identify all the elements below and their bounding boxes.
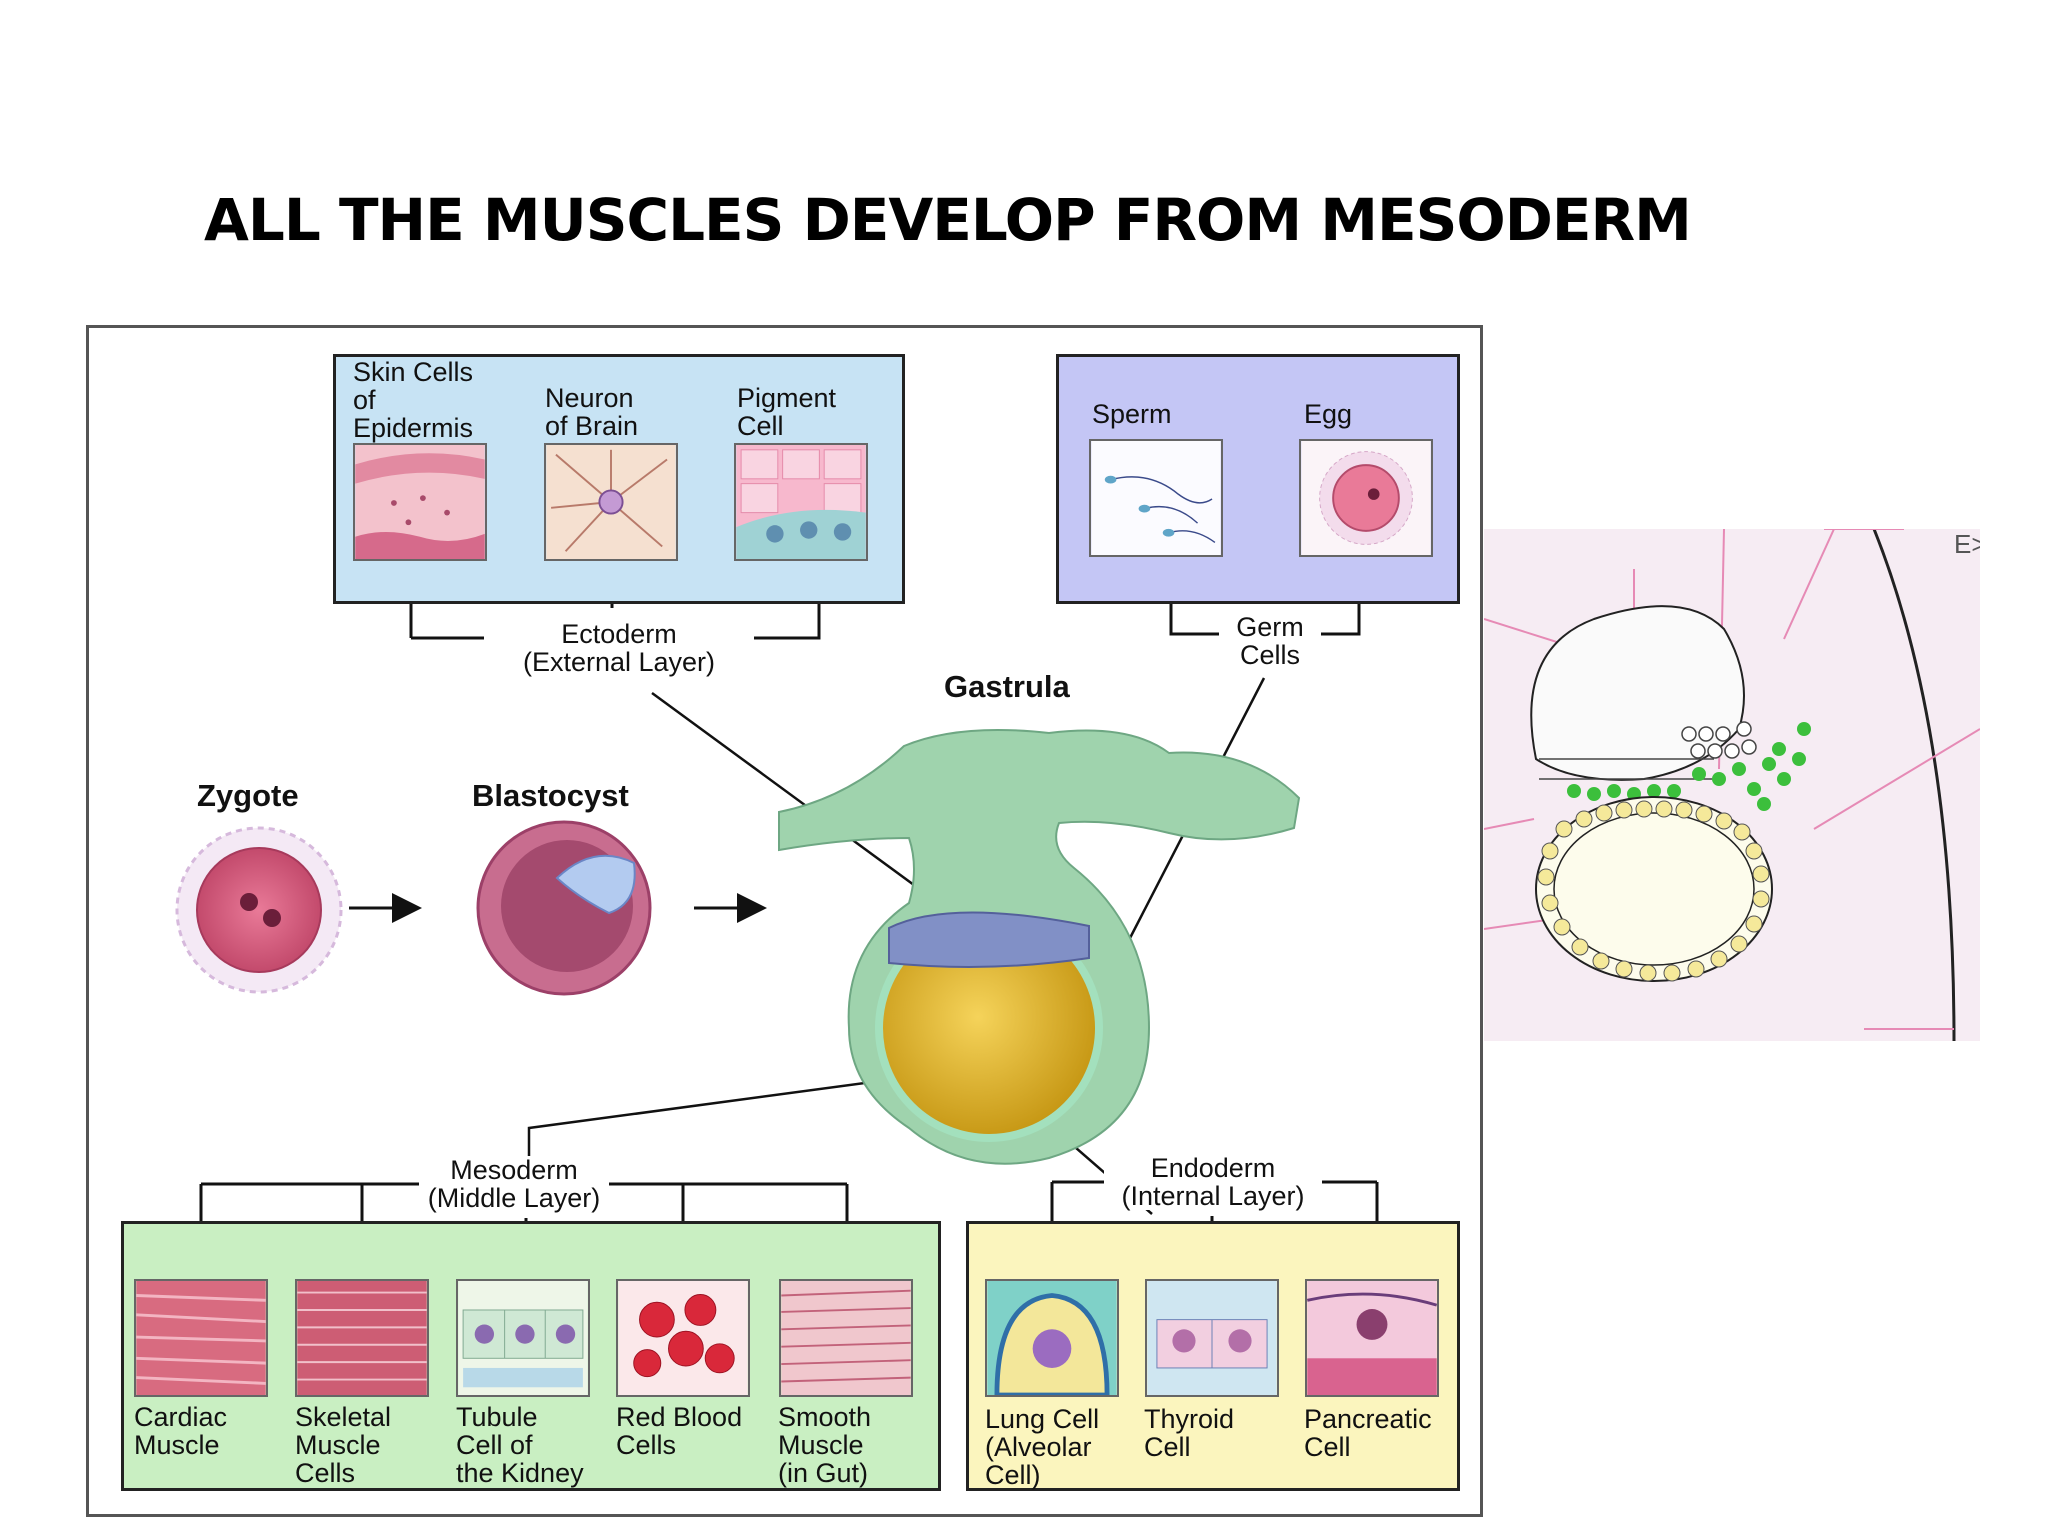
cell-label-rbc: Red Blood Cells [616, 1402, 743, 1460]
sperm-image [1089, 439, 1223, 557]
inset-clipped-text: E> [1954, 529, 1980, 559]
cell-label-cardiac: Cardiac Muscle [134, 1402, 228, 1460]
blastocyst-illustration [476, 820, 652, 996]
lung-cell-image [985, 1279, 1119, 1397]
cell-label-egg: Egg [1304, 399, 1353, 429]
germ-layer-figure: Skin Cells of Epidermis Neuron of Brain … [86, 325, 1483, 1517]
gastrula-label: Gastrula [944, 669, 1070, 704]
cell-label-skeletal: Skeletal Muscle Cells [295, 1402, 392, 1488]
blastocyst-label: Blastocyst [472, 778, 629, 813]
smooth-muscle-image [779, 1279, 913, 1397]
embryo-disc-illustration [1484, 529, 1980, 1041]
ectoderm-label: Ectoderm (External Layer) [484, 620, 754, 676]
cell-label-pigment: Pigment Cell [737, 383, 837, 441]
gastrula-illustration [778, 728, 1301, 1165]
kidney-tubule-image [456, 1279, 590, 1397]
cell-label-kidney: Tubule Cell of the Kidney [456, 1402, 584, 1488]
cell-label-skin: Skin Cells of Epidermis [353, 357, 474, 443]
embryo-disc-inset: E> [1484, 529, 1980, 1041]
cell-label-pancreatic: Pancreatic Cell [1304, 1404, 1432, 1462]
connector-lines [175, 510, 1392, 1280]
cell-label-thyroid: Thyroid Cell [1144, 1404, 1235, 1462]
pancreatic-cell-image [1305, 1279, 1439, 1397]
egg-image [1299, 439, 1433, 557]
cell-label-smooth: Smooth Muscle (in Gut) [778, 1402, 872, 1488]
cell-label-neuron: Neuron of Brain [545, 383, 639, 441]
cardiac-muscle-image [134, 1279, 268, 1397]
thyroid-cell-image [1145, 1279, 1279, 1397]
zygote-illustration [175, 826, 343, 994]
mesoderm-label: Mesoderm (Middle Layer) [419, 1156, 609, 1212]
germ-cells-label: Germ Cells [1219, 613, 1321, 669]
skin-cells-image [353, 443, 487, 561]
zygote-label: Zygote [197, 778, 299, 813]
pigment-cell-image [734, 443, 868, 561]
cell-label-sperm: Sperm [1092, 399, 1172, 429]
neuron-image [544, 443, 678, 561]
skeletal-muscle-image [295, 1279, 429, 1397]
endoderm-label: Endoderm (Internal Layer) [1104, 1154, 1322, 1210]
red-blood-cells-image [616, 1279, 750, 1397]
cell-label-lung: Lung Cell (Alveolar Cell) [985, 1404, 1100, 1490]
slide-title: ALL THE MUSCLES DEVELOP FROM MESODERM [204, 186, 1692, 254]
